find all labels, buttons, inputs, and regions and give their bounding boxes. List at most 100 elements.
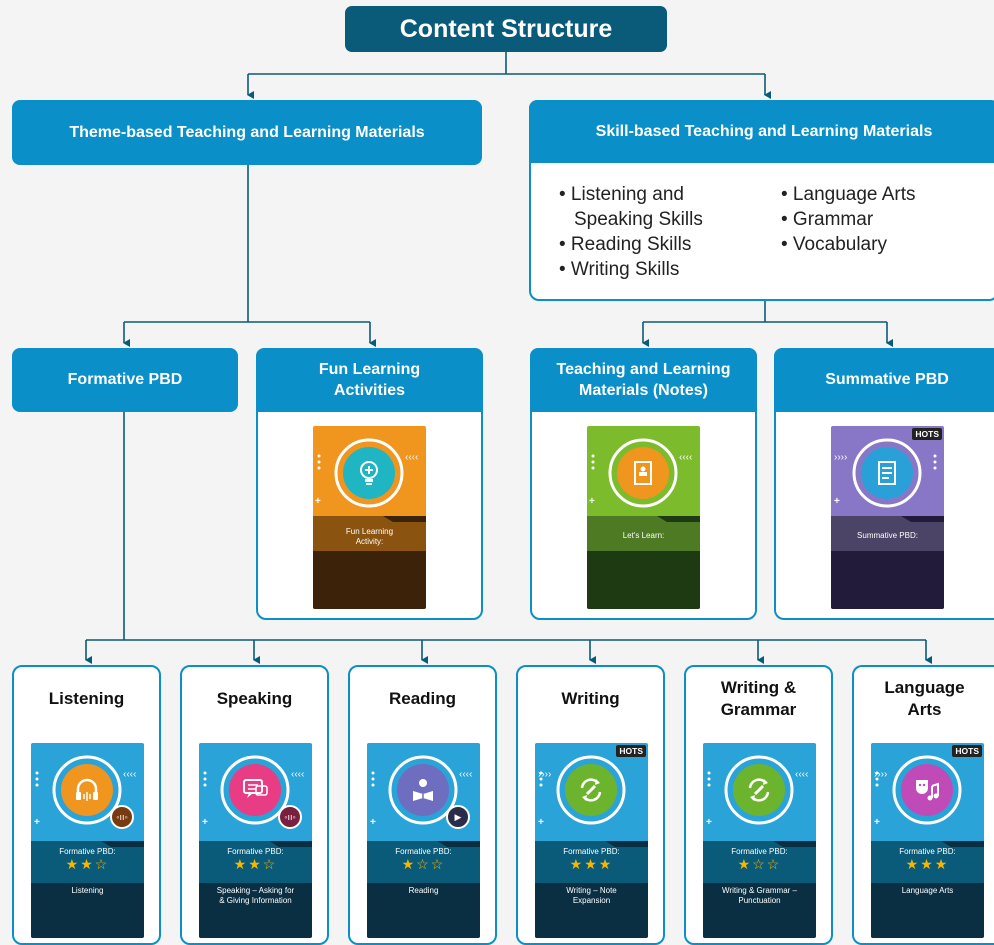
pbd-label: Formative PBD:	[731, 847, 788, 856]
card-decoration: ›››› +	[831, 438, 944, 609]
theater-music-icon	[911, 774, 943, 806]
skill-item: • Reading Skills	[559, 234, 692, 255]
document-icon	[627, 457, 659, 489]
svg-text:‹‹‹‹: ‹‹‹‹	[459, 769, 472, 780]
skill-card[interactable]: ›››› + HOTS Formative PBD: ★★★ Language …	[871, 743, 984, 938]
svg-text:‹‹‹‹: ‹‹‹‹	[123, 769, 136, 780]
skill-card[interactable]: ‹‹‹‹ + ▶ Formative PBD: ★☆☆ Reading	[367, 743, 480, 938]
skill-card[interactable]: ‹‹‹‹ + Formative PBD: ★☆☆ Writing & Gram…	[703, 743, 816, 938]
formative-pbd-label: Formative PBD	[67, 371, 183, 388]
hots-badge: HOTS	[616, 745, 646, 757]
card-caption-line: Reading	[408, 886, 439, 895]
fun-learning-label-line: Fun Learning	[318, 361, 421, 378]
tlm-notes-label-line: Teaching and Learning	[556, 361, 731, 378]
skill-box-title: Reading	[350, 688, 495, 710]
summative-card[interactable]: ›››› + HOTS Summative PBD:	[831, 426, 944, 609]
skill-based-box: Skill-based Teaching and Learning Materi…	[529, 100, 994, 301]
card-caption-line: Language Arts	[901, 886, 954, 895]
skill-item: • Language Arts	[781, 184, 916, 205]
sound-wave-icon: ◦ıı◦	[278, 805, 302, 829]
svg-text:+: +	[706, 817, 712, 828]
skill-box-title-line: Listening	[48, 689, 125, 708]
skill-box: Speaking ‹‹‹‹ + ◦ıı◦ Formative PBD: ★★☆	[180, 665, 329, 945]
fun-learning-card[interactable]: ‹‹‹‹ + Fun Learning Activity:	[313, 426, 426, 609]
skill-box: Language Arts ›››› + HOTS Formative PBD:…	[852, 665, 994, 945]
skill-box-title-line: Grammar	[720, 700, 797, 719]
fun-learning-box: Fun Learning Activities ‹‹‹‹ + Fun Learn…	[256, 348, 483, 620]
sound-wave-icon: ◦ıı◦	[110, 805, 134, 829]
reader-icon	[407, 774, 439, 806]
pbd-label: Formative PBD:	[395, 847, 452, 856]
tlm-notes-header: Teaching and Learning Materials (Notes)	[530, 348, 757, 412]
card-caption-line: Speaking – Asking for	[216, 886, 295, 895]
card-caption-line: Expansion	[572, 896, 611, 905]
hots-badge: HOTS	[952, 745, 982, 757]
card-caption-line: Writing – Note	[566, 886, 617, 895]
skill-box: Writing & Grammar ‹‹‹‹ + Formative PBD: …	[684, 665, 833, 945]
summative-header: Summative PBD	[774, 348, 994, 412]
card-decoration: ‹‹‹‹ +	[587, 438, 700, 609]
theme-based-box: Theme-based Teaching and Learning Materi…	[12, 100, 482, 165]
cycle-pencil-icon	[743, 774, 775, 806]
skill-box-title-line: Reading	[388, 689, 457, 708]
skill-box-title-line: Arts	[907, 700, 942, 719]
card-caption-line: & Giving Information	[219, 896, 292, 905]
card-caption-line: Fun Learning	[345, 527, 394, 536]
tlm-notes-card[interactable]: ‹‹‹‹ + Let's Learn:	[587, 426, 700, 609]
card-caption-line: Writing & Grammar –	[722, 886, 797, 895]
hots-badge: HOTS	[912, 428, 942, 440]
star-rating: ★☆☆	[401, 856, 446, 872]
summative-box: Summative PBD ›››› + HOTS Summative PBD:	[774, 348, 994, 620]
theme-based-label: Theme-based Teaching and Learning Materi…	[69, 123, 425, 141]
headphones-icon	[71, 774, 103, 806]
svg-text:‹‹‹‹: ‹‹‹‹	[679, 452, 692, 463]
skill-box: Listening ‹‹‹‹ + ◦ıı◦ Formative PBD: ★★☆	[12, 665, 161, 945]
svg-text:‹‹‹‹: ‹‹‹‹	[795, 769, 808, 780]
svg-text:‹‹‹‹: ‹‹‹‹	[405, 452, 418, 463]
card-caption: Writing & Grammar – Punctuation	[703, 886, 816, 906]
skill-card[interactable]: ›››› + HOTS Formative PBD: ★★★ Writing –…	[535, 743, 648, 938]
skill-box-title-line: Writing	[561, 689, 620, 708]
lightbulb-icon	[353, 457, 385, 489]
formative-pbd-box: Formative PBD	[12, 348, 238, 412]
skill-box-title-line: Speaking	[216, 689, 293, 708]
card-caption: Writing – Note Expansion	[535, 886, 648, 906]
skill-card[interactable]: ‹‹‹‹ + ◦ıı◦ Formative PBD: ★★☆ Listening	[31, 743, 144, 938]
card-caption: Let's Learn:	[622, 531, 665, 540]
skill-item: • Listening and	[559, 184, 684, 205]
svg-text:››››: ››››	[834, 452, 847, 463]
diagram-title: Content Structure	[345, 6, 667, 52]
skill-box-title: Writing & Grammar	[686, 677, 831, 721]
card-caption: Fun Learning Activity:	[313, 527, 426, 547]
skill-box-title: Listening	[14, 688, 159, 710]
skill-box-title: Writing	[518, 688, 663, 710]
skill-list-left: • Listening and Speaking Skills • Readin…	[559, 182, 703, 282]
skill-item: Speaking Skills	[574, 209, 703, 230]
svg-text:+: +	[315, 496, 321, 507]
card-caption: Speaking – Asking for & Giving Informati…	[199, 886, 312, 906]
play-icon: ▶	[446, 805, 470, 829]
svg-text:+: +	[34, 817, 40, 828]
speech-bubble-icon	[239, 774, 271, 806]
star-rating: ★☆☆	[737, 856, 782, 872]
svg-text:+: +	[538, 817, 544, 828]
pbd-label: Formative PBD:	[59, 847, 116, 856]
card-caption: Language Arts	[871, 886, 984, 896]
skill-card[interactable]: ‹‹‹‹ + ◦ıı◦ Formative PBD: ★★☆ Speaking …	[199, 743, 312, 938]
card-caption: Reading	[367, 886, 480, 896]
star-rating: ★★☆	[233, 856, 278, 872]
skill-box-title-line: Language	[884, 678, 965, 697]
cycle-pencil-icon	[575, 774, 607, 806]
pbd-label: Formative PBD:	[899, 847, 956, 856]
star-rating: ★★★	[569, 856, 614, 872]
skill-box: Reading ‹‹‹‹ + ▶ Formative PBD: ★☆☆	[348, 665, 497, 945]
card-decoration: ‹‹‹‹ +	[313, 438, 426, 609]
svg-text:+: +	[370, 817, 376, 828]
skill-based-header: Skill-based Teaching and Learning Materi…	[529, 100, 994, 163]
svg-text:+: +	[202, 817, 208, 828]
card-decoration: ‹‹‹‹ +	[367, 755, 480, 938]
tlm-notes-label-line: Materials (Notes)	[579, 382, 708, 399]
skill-item: • Vocabulary	[781, 234, 887, 255]
card-decoration: ‹‹‹‹ +	[703, 755, 816, 938]
